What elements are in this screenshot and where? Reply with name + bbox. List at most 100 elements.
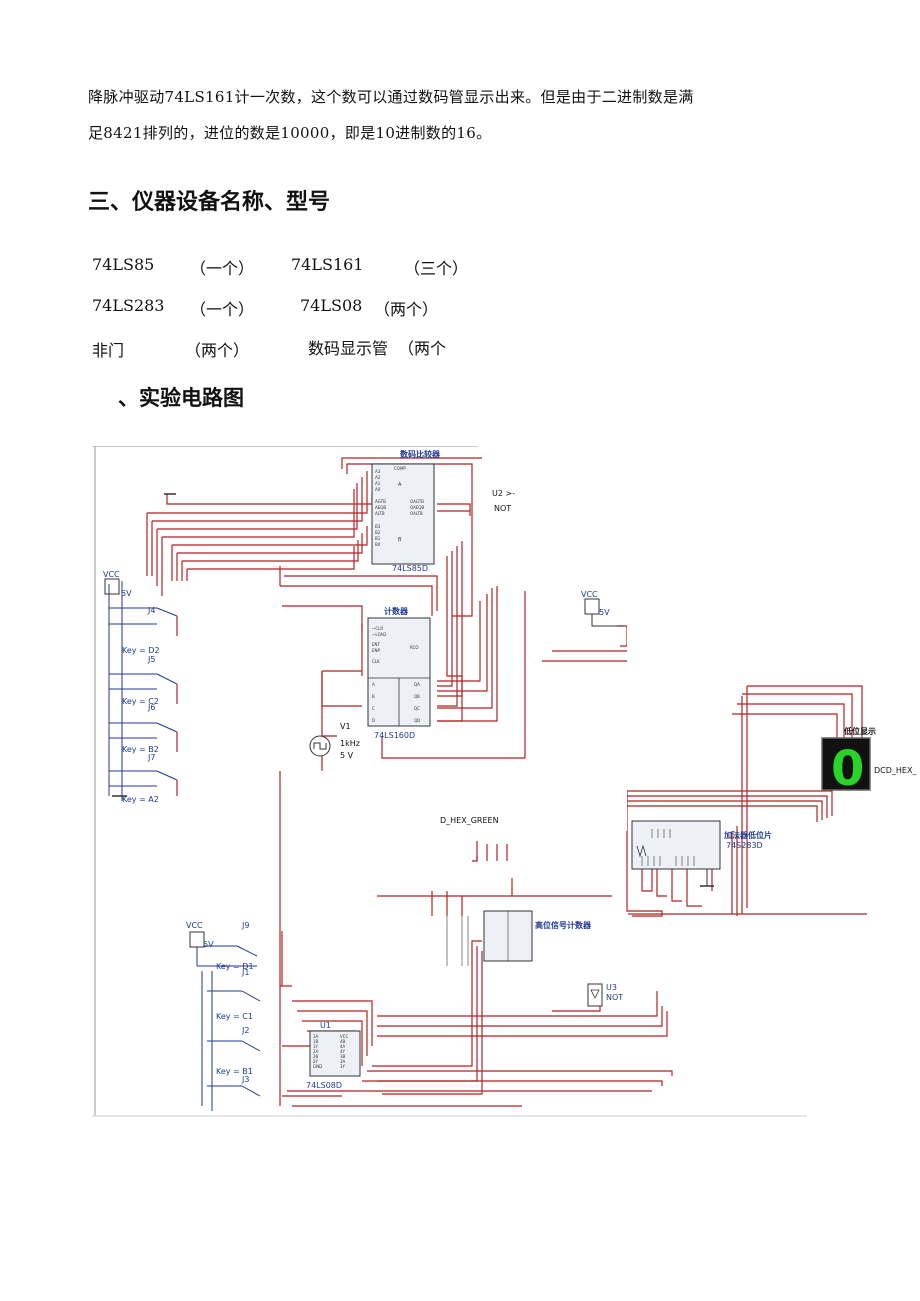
v1-frequency: 1kHz bbox=[340, 739, 360, 748]
vcc-label-3: VCC bbox=[186, 921, 203, 930]
comparator-pin: B1 bbox=[375, 536, 381, 541]
u3-type: NOT bbox=[606, 993, 623, 1002]
comparator-pin: B0 bbox=[375, 542, 381, 547]
switch-key: Key = C1 bbox=[216, 1012, 253, 1021]
counter-title: 计数器 bbox=[384, 606, 409, 616]
equipment-name: 非门 bbox=[92, 341, 125, 360]
and-pin: 2A bbox=[313, 1049, 319, 1054]
equipment-qty: （三个） bbox=[404, 259, 469, 278]
and-label: U1 bbox=[320, 1021, 331, 1030]
equipment-qty: （两个） bbox=[185, 341, 250, 360]
comparator-comp: COMP bbox=[394, 466, 406, 471]
switch-key: Key = D1 bbox=[216, 962, 254, 971]
counter-pin: QD bbox=[414, 718, 420, 723]
and-pin: 4B bbox=[340, 1039, 346, 1044]
switch-label: J4 bbox=[147, 606, 155, 615]
and-pin: GND bbox=[313, 1064, 322, 1069]
circuit-diagram: VCC 5V J4 Key = D2 J5 Key = C2 J6 Key = … bbox=[92, 446, 920, 1117]
counter-pin: D bbox=[372, 718, 375, 723]
and-pin: 1Y bbox=[313, 1044, 319, 1049]
u2-label: U2 >- bbox=[492, 489, 515, 498]
and-pin: 3Y bbox=[340, 1064, 346, 1069]
counter-pin: QC bbox=[414, 706, 420, 711]
section-3-heading: 三、仪器设备名称、型号 bbox=[88, 190, 331, 215]
display-title: 低位显示 bbox=[843, 726, 876, 736]
comparator-group-b: B bbox=[398, 537, 402, 543]
and-pin: 4A bbox=[340, 1044, 346, 1049]
counter-pin: B bbox=[372, 694, 375, 699]
vcc-label-2: VCC bbox=[581, 590, 598, 599]
equipment-name: 74LS08 bbox=[300, 296, 363, 315]
switch-key: Key = B2 bbox=[122, 745, 159, 754]
u2-type: NOT bbox=[494, 504, 511, 513]
equipment-qty: （一个） bbox=[190, 300, 255, 319]
switch-label: J7 bbox=[147, 753, 155, 762]
switch-label: J1 bbox=[241, 968, 249, 977]
and-pin: 2Y bbox=[313, 1059, 319, 1064]
v1-label: V1 bbox=[340, 722, 351, 731]
comparator-pin: OAEQB bbox=[410, 505, 424, 510]
switch-key: Key = D2 bbox=[122, 646, 160, 655]
hex-green-label: D_HEX_GREEN bbox=[440, 816, 499, 825]
u3-label: U3 bbox=[606, 983, 617, 992]
counter-pin: ENP bbox=[372, 648, 381, 653]
switch-label: J3 bbox=[241, 1075, 249, 1084]
comparator-group-a: A bbox=[398, 482, 402, 488]
and-pin: 3B bbox=[340, 1054, 346, 1059]
vcc-label-1: VCC bbox=[103, 570, 120, 579]
and-pin: VCC bbox=[340, 1034, 349, 1039]
display-digit: 0 bbox=[831, 741, 864, 797]
comparator-pin: OALTB bbox=[410, 511, 423, 516]
high-counter-title: 高位信号计数器 bbox=[535, 920, 592, 930]
switch-key: Key = B1 bbox=[216, 1067, 253, 1076]
adder-title: 加法器低位片 bbox=[723, 830, 772, 840]
counter-pin: ~CLR bbox=[372, 626, 383, 631]
comparator-pin: A3 bbox=[375, 469, 381, 474]
equipment-name: 74LS161 bbox=[291, 255, 364, 274]
seven-segment-display bbox=[821, 737, 871, 791]
equipment-name: 数码显示管 bbox=[308, 339, 389, 358]
equipment-qty: （两个） bbox=[374, 300, 439, 319]
counter-pin: ENT bbox=[372, 642, 381, 647]
counter-pin: RCO bbox=[410, 645, 419, 650]
comparator-pin: ALTB bbox=[375, 511, 385, 516]
switch-label: J5 bbox=[147, 655, 155, 664]
counter-pin: QB bbox=[414, 694, 420, 699]
counter-pin: C bbox=[372, 706, 375, 711]
equipment-qty: （一个） bbox=[190, 259, 255, 278]
comparator-title: 数码比较器 bbox=[400, 449, 441, 459]
and-pin: 2B bbox=[313, 1054, 319, 1059]
switch-label: J9 bbox=[241, 921, 249, 930]
and-pin: 1A bbox=[313, 1034, 319, 1039]
comparator-pin: AEQB bbox=[375, 505, 386, 510]
v5-label-3: 5V bbox=[203, 940, 214, 949]
counter-pin: ~LOAD bbox=[372, 632, 386, 637]
comparator-pin: A2 bbox=[375, 475, 381, 480]
comparator-part: 74LS85D bbox=[392, 564, 428, 573]
comparator-pin: AGTB bbox=[375, 499, 386, 504]
v5-label-2: 5V bbox=[599, 608, 610, 617]
and-part: 74LS08D bbox=[306, 1081, 342, 1090]
switch-label: J6 bbox=[147, 703, 155, 712]
comparator-pin: B2 bbox=[375, 530, 381, 535]
adder-part: 74S283D bbox=[726, 841, 763, 850]
counter-pin: A bbox=[372, 682, 375, 687]
counter-pin: QA bbox=[414, 682, 420, 687]
and-pin: 4Y bbox=[340, 1049, 346, 1054]
and-pin: 1B bbox=[313, 1039, 319, 1044]
comparator-pin: B3 bbox=[375, 524, 381, 529]
switch-key: Key = C2 bbox=[122, 697, 159, 706]
comparator-pin: OAGTB bbox=[410, 499, 424, 504]
equipment-name: 74LS85 bbox=[92, 255, 155, 274]
counter-part: 74LS160D bbox=[374, 731, 415, 740]
comparator-pin: A1 bbox=[375, 481, 381, 486]
switch-key: Key = A2 bbox=[122, 795, 159, 804]
v1-voltage: 5 V bbox=[340, 751, 354, 760]
display-part: DCD_HEX_ bbox=[874, 766, 917, 775]
v5-label-1: 5V bbox=[121, 589, 132, 598]
paragraph-line-1: 降脉冲驱动74LS161计一次数，这个数可以通过数码管显示出来。但是由于二进制数… bbox=[88, 88, 694, 106]
paragraph-line-2: 足8421排列的，进位的数是10000，即是10进制数的16。 bbox=[88, 124, 492, 142]
equipment-name: 74LS283 bbox=[92, 296, 165, 315]
comparator-pin: A0 bbox=[375, 487, 381, 492]
equipment-qty: （两个 bbox=[398, 339, 447, 358]
